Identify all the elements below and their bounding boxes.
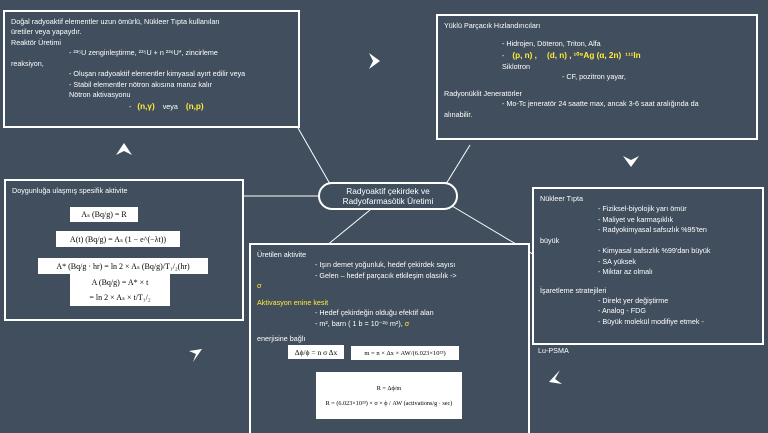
chevron-down-icon <box>623 156 639 167</box>
generator-heading: Radyonüklit Jeneratörler <box>444 88 522 98</box>
interaction-probability-item: - Gelen – hedef parçacık etkileşim olası… <box>315 270 457 280</box>
equation-total-activity: A (Bq/g) = A* × t = ln 2 × Aₛ × t/T₁/₂ <box>70 274 170 306</box>
central-topic-line2: Radyofarmasötik Üretimi <box>342 196 434 206</box>
effective-area-item: - Hedef çekirdeğin olduğu efektif alan <box>315 308 434 318</box>
units-item: - m², barn ( 1 b = 10⁻²⁸ m²), σ <box>315 318 410 328</box>
chemical-separation-item: - Oluşan radyoaktif elementler kimyasal … <box>69 69 246 79</box>
central-topic-line1: Radyoaktif çekirdek ve <box>346 185 430 196</box>
reactions-item: - (p, n) , (d, n) , ¹⁰⁹Ag (α, 2n) ¹¹¹In <box>502 50 641 60</box>
particles-item: - Hidrojen, Döteron, Triton, Alfa <box>502 39 601 49</box>
intro-text-2: üretiler veya yapaydır. <box>11 27 82 37</box>
accelerator-box: Yüklü Parçacık Hızlandırıcıları - Hidroj… <box>436 14 758 140</box>
reaction-text: reaksiyon, <box>11 58 44 68</box>
connector-bottom-mid <box>325 209 371 247</box>
chevron-right-icon <box>369 53 380 69</box>
central-topic-node: Radyoaktif çekirdek ve Radyofarmasötik Ü… <box>318 182 458 210</box>
connector-top-right <box>445 144 471 185</box>
reaction-n-p: (n,p) <box>185 101 204 111</box>
mo-tc-item-cont: alınabilir. <box>444 109 473 119</box>
equation-saturation: Aₛ (Bq/g) = R <box>70 207 138 222</box>
radiochemical-purity-cont: büyük <box>540 235 560 245</box>
equation-activity-time: A(t) (Bq/g) = Aₛ (1 − e^(−λt)) <box>56 231 180 247</box>
labeling-strategies-heading: İşaretleme stratejileri <box>540 285 607 295</box>
reactor-production-box: Doğal radyoaktif elementler uzun ömürlü,… <box>3 10 300 128</box>
positron-item: - CF, pozitron yayar, <box>562 72 626 82</box>
connector-top-left <box>297 127 331 185</box>
neutron-activation-heading: Nötron aktivasyonu <box>69 90 131 100</box>
nuclear-medicine-box: Nükleer Tıpta - Fiziksel-biyolojik yarı … <box>532 187 764 345</box>
energy-dependence-text: enerjisine bağlı <box>257 334 306 344</box>
chevron-up-left-icon <box>189 349 202 362</box>
chemical-purity-item: - Kimyasal safsızlık %99'dan büyük <box>598 246 711 256</box>
specific-activity-heading: Doygunluğa ulaşmış spesifik aktivite <box>12 186 128 195</box>
mo-tc-item: - Mo-Tc jeneratör 24 saatte max, ancak 3… <box>502 99 699 109</box>
lu-psma-text: Lu-PSMA <box>538 346 569 355</box>
chevron-down-left-icon <box>549 370 562 384</box>
accelerator-heading: Yüklü Parçacık Hızlandırıcıları <box>444 21 541 30</box>
direct-substitution-item: - Direkt yer değiştirme <box>598 295 669 305</box>
cost-item: - Maliyet ve karmaşıklık <box>598 214 674 224</box>
produced-activity-heading: Üretilen aktivite <box>257 250 307 259</box>
neutron-flux-item: - Stabil elementler nötron akısına maruz… <box>69 79 213 89</box>
sigma-symbol: σ <box>257 281 262 291</box>
nuclear-medicine-heading: Nükleer Tıpta <box>540 194 584 203</box>
reactor-heading: Reaktör Üretimi <box>11 37 61 47</box>
cross-section-heading: Aktivasyon enine kesit <box>257 297 329 307</box>
equation-reaction-rate: R = Δϕ/m R = (6.023×10²³) × σ × ϕ / AW (… <box>316 372 462 419</box>
low-amount-item: - Miktar az olmalı <box>598 267 653 277</box>
equation-mass: m = n × Δx × AW/(6.023×10²³) <box>351 346 459 360</box>
reaction-n-gamma: (n,γ) <box>137 101 155 111</box>
equation-flux-change: Δϕ/ϕ = n σ Δx <box>288 345 344 359</box>
cyclotron-label: Siklotron <box>502 61 530 71</box>
radiochemical-purity-item: - Radyokimyasal safsızlık %95'ten <box>598 225 707 235</box>
analog-fdg-item: - Analog - FDG <box>598 306 646 316</box>
half-life-item: - Fiziksel-biyolojik yarı ömür <box>598 204 687 214</box>
reaction-types: - (n,γ) veya (n,p) <box>129 101 204 111</box>
beam-density-item: - Işın demet yoğunluk, hedef çekirdek sa… <box>315 260 456 270</box>
enrichment-item: - ²³⁵U zenginleştirme, ²³⁵U + n ²³⁶U*, z… <box>69 48 218 58</box>
intro-text: Doğal radyoaktif elementler uzun ömürlü,… <box>11 17 220 26</box>
chevron-up-icon <box>116 143 132 155</box>
large-molecule-item: - Büyük molekül modifiye etmek - <box>598 316 704 326</box>
equation-activity-rate: A* (Bq/g · hr) = ln 2 × Aₛ (Bq/g)/T₁/₂(h… <box>38 258 208 274</box>
high-sa-item: - SA yüksek <box>598 256 636 266</box>
